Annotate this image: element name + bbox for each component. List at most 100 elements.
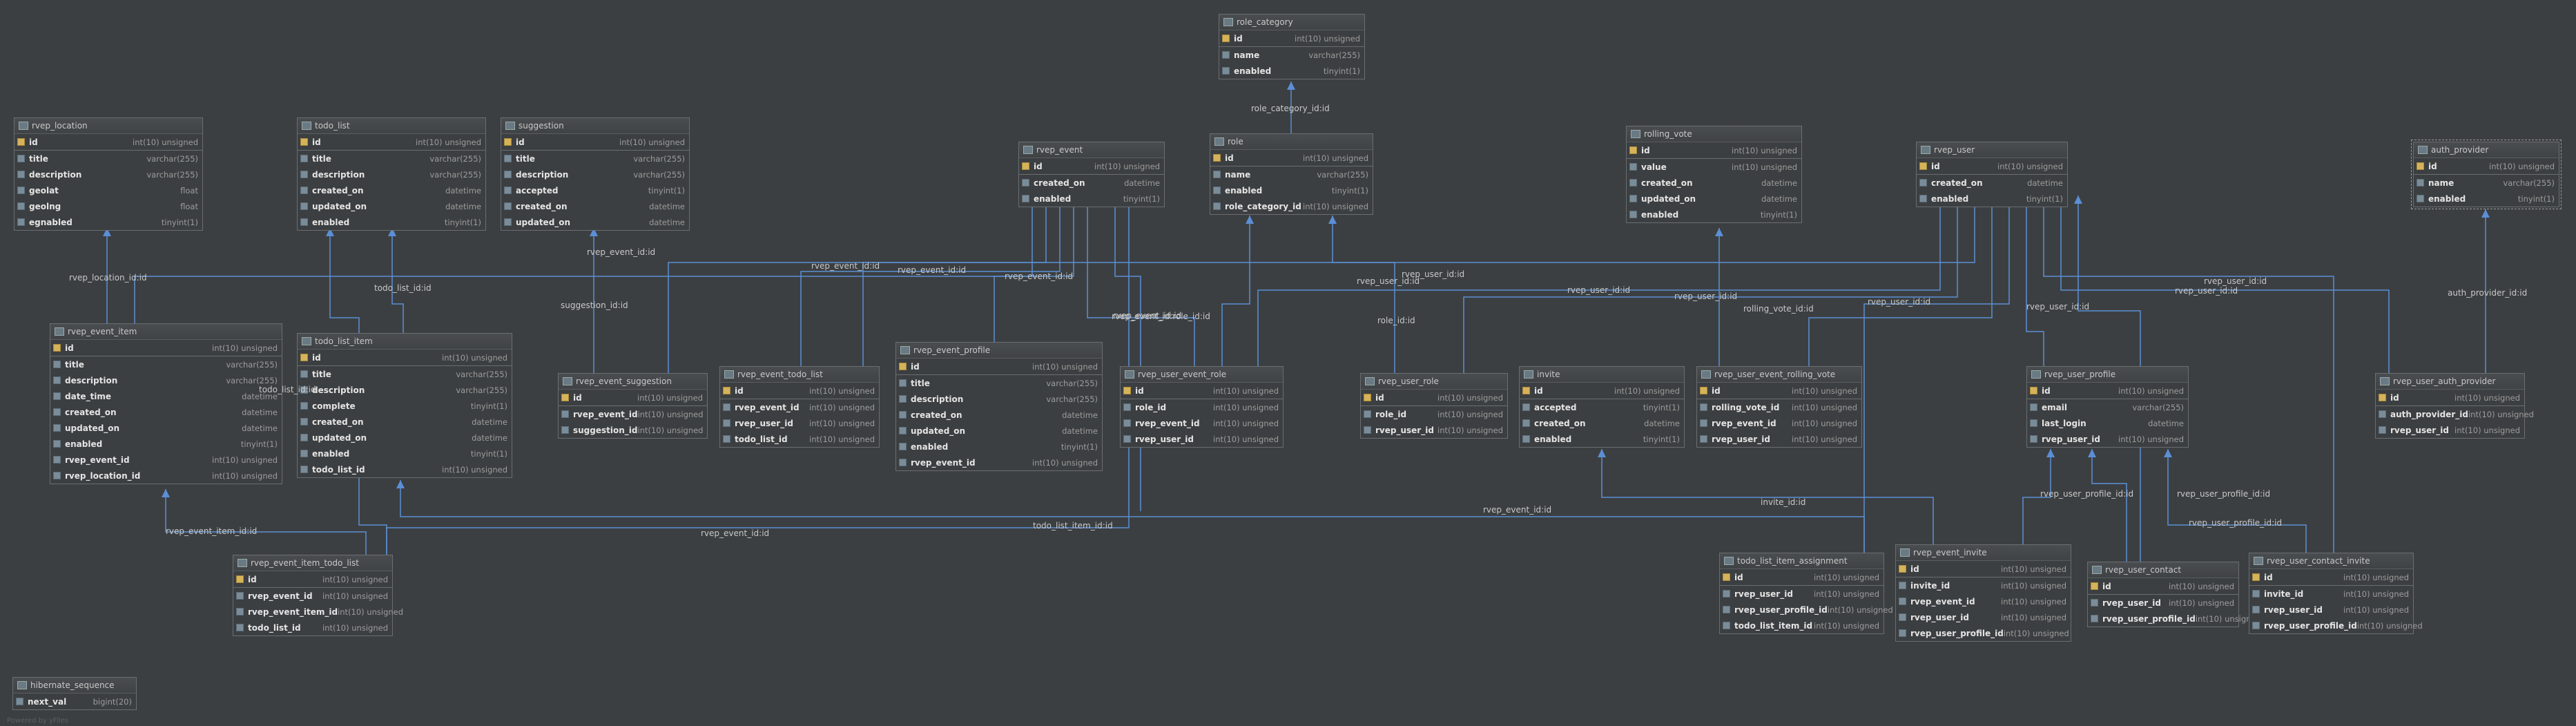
table-header[interactable]: rvep_user_event_rolling_vote bbox=[1697, 367, 1861, 383]
table-header[interactable]: todo_list_item bbox=[298, 334, 512, 350]
table-header[interactable]: rvep_user_event_role bbox=[1121, 367, 1283, 383]
table-header[interactable]: rvep_event_profile bbox=[896, 343, 1102, 359]
table-header[interactable]: todo_list_item_assignment bbox=[1720, 553, 1883, 569]
table-header[interactable]: rvep_user_contact_invite bbox=[2249, 553, 2413, 569]
table-header[interactable]: rvep_user_role bbox=[1361, 374, 1507, 390]
table-header[interactable]: rvep_user bbox=[1917, 142, 2067, 158]
table-header[interactable]: suggestion bbox=[501, 118, 689, 134]
table-header[interactable]: rvep_event_todo_list bbox=[720, 367, 879, 383]
table-header[interactable]: rvep_event bbox=[1019, 142, 1164, 158]
table-header[interactable]: rvep_user_contact bbox=[2088, 562, 2238, 578]
table-header[interactable]: rvep_event_item bbox=[50, 324, 282, 340]
table-header[interactable]: rvep_location bbox=[14, 118, 202, 134]
table-header[interactable]: hibernate_sequence bbox=[13, 678, 136, 694]
